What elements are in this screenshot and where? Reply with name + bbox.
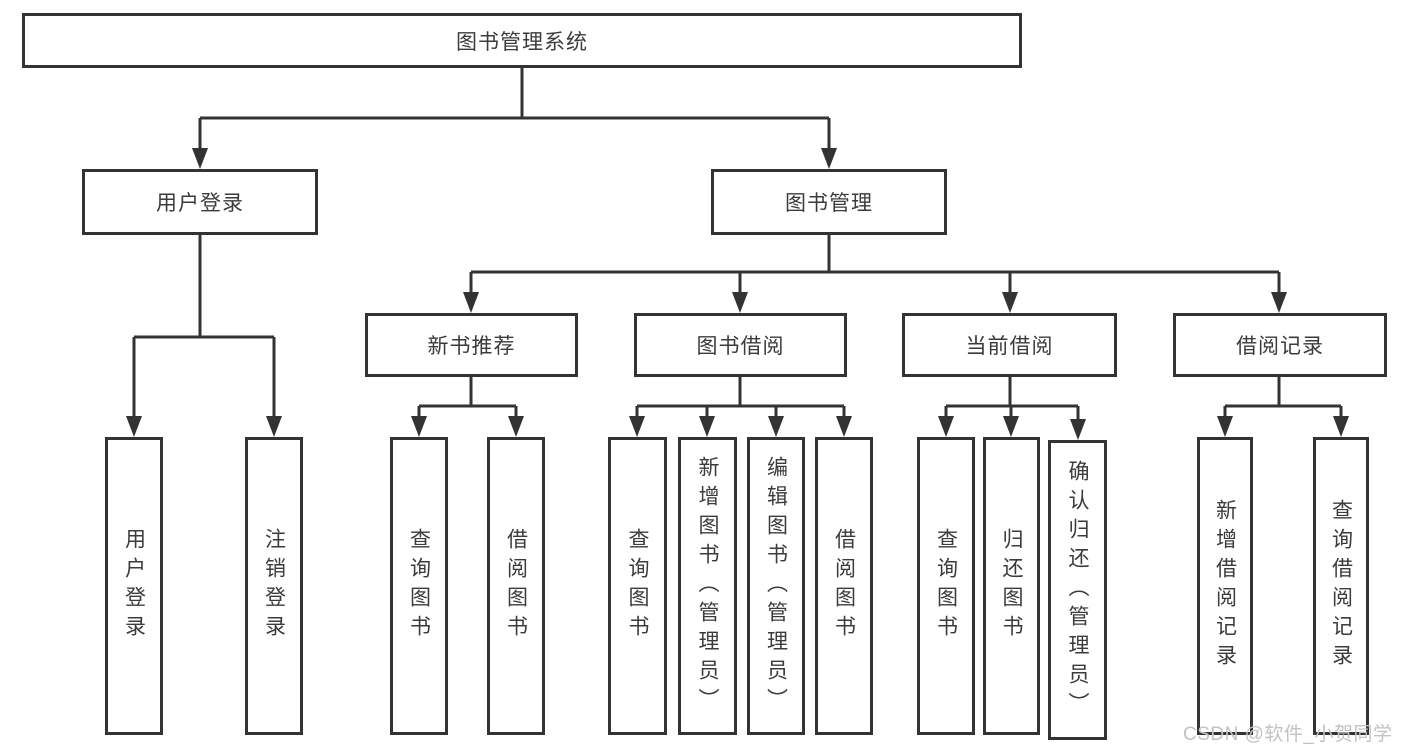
leaf-label: 新增借阅记录 xyxy=(1213,499,1237,673)
arrowheads xyxy=(126,148,1349,440)
node-current-borrow: 当前借阅 xyxy=(902,313,1117,377)
leaf-confirm-return-admin: 确认归还（管理员） xyxy=(1048,440,1107,740)
node-user-login: 用户登录 xyxy=(82,169,318,235)
leaf-label: 借阅图书 xyxy=(504,528,528,644)
node-book-management: 图书管理 xyxy=(711,169,947,235)
node-label: 用户登录 xyxy=(156,192,244,215)
node-label: 图书管理 xyxy=(785,192,873,215)
node-book-borrow: 图书借阅 xyxy=(634,313,847,377)
leaf-label: 用户登录 xyxy=(122,528,146,644)
leaf-borrow-books: 借阅图书 xyxy=(815,437,873,735)
leaf-query-borrow-record: 查询借阅记录 xyxy=(1313,437,1369,735)
node-library-management-system: 图书管理系统 xyxy=(22,13,1022,68)
leaf-logout-login: 注销登录 xyxy=(245,437,303,735)
node-label: 图书借阅 xyxy=(696,335,785,358)
node-borrow-records: 借阅记录 xyxy=(1173,313,1387,377)
leaf-query-books-current: 查询图书 xyxy=(917,437,975,735)
leaf-label: 新增图书（管理员） xyxy=(696,455,719,717)
leaf-add-borrow-record: 新增借阅记录 xyxy=(1197,437,1253,735)
watermark-text: CSDN @软件_小贺同学 xyxy=(1183,724,1393,745)
node-label: 当前借阅 xyxy=(965,335,1054,358)
leaf-label: 编辑图书（管理员） xyxy=(764,455,788,717)
node-new-book-recommend: 新书推荐 xyxy=(365,313,578,377)
leaf-borrow-books-new: 借阅图书 xyxy=(487,437,545,735)
leaf-label: 注销登录 xyxy=(262,528,286,644)
leaf-add-books-admin: 新增图书（管理员） xyxy=(678,437,737,735)
leaf-label: 查询图书 xyxy=(626,528,649,644)
node-label: 图书管理系统 xyxy=(456,30,588,54)
leaf-query-books-new: 查询图书 xyxy=(390,437,448,735)
leaf-edit-books-admin: 编辑图书（管理员） xyxy=(747,437,805,735)
leaf-label: 查询借阅记录 xyxy=(1329,499,1353,673)
leaf-label: 归还图书 xyxy=(1000,528,1023,644)
leaf-label: 查询图书 xyxy=(934,528,958,644)
leaf-label: 借阅图书 xyxy=(832,528,856,644)
leaf-user-login: 用户登录 xyxy=(105,437,163,735)
leaf-return-books: 归还图书 xyxy=(983,437,1040,735)
node-label: 借阅记录 xyxy=(1236,335,1324,358)
leaf-label: 确认归还（管理员） xyxy=(1066,459,1089,721)
leaf-label: 查询图书 xyxy=(407,528,431,644)
leaf-query-books-borrow: 查询图书 xyxy=(608,437,667,735)
node-label: 新书推荐 xyxy=(427,335,516,358)
